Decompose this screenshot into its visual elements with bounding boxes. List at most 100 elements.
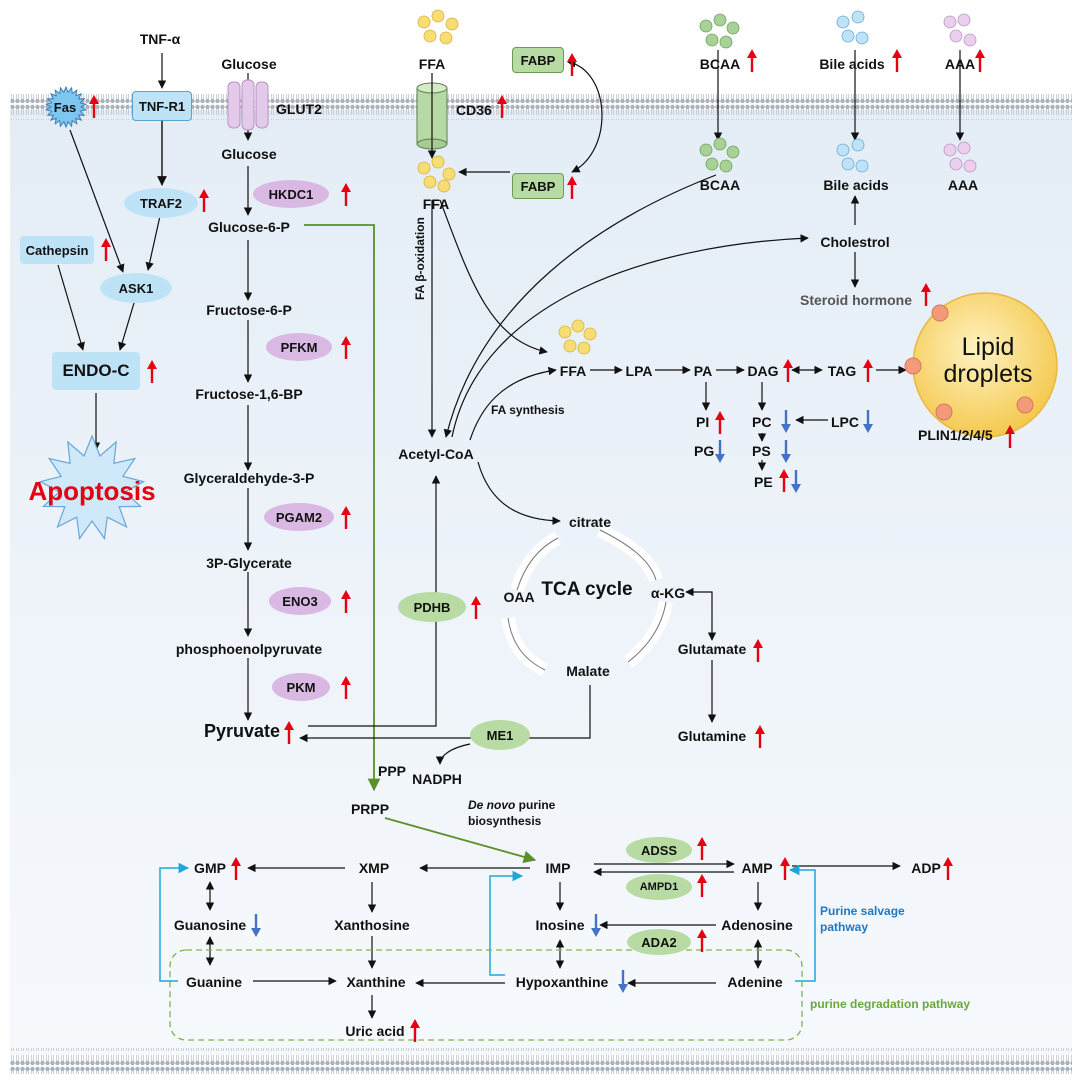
xanthosine-label: Xanthosine — [334, 917, 410, 933]
arrow-cathepsin-to-endoc — [57, 264, 85, 351]
ffa-molecule-cluster-chain — [558, 319, 597, 355]
fas-receptor-shape — [44, 85, 88, 129]
glut2-label: GLUT2 — [276, 101, 322, 117]
pa-label: PA — [693, 363, 713, 379]
pdhb-oval: PDHB — [398, 592, 466, 622]
cathepsin-increase-arrow-icon — [101, 238, 111, 261]
pc-label: PC — [752, 414, 772, 430]
ada2-oval: ADA2 — [627, 929, 691, 955]
bcaa-molecule-cluster-outside — [699, 13, 740, 49]
glut2-transporter — [227, 79, 269, 131]
ps-label: PS — [752, 443, 771, 459]
glutamate-increase-arrow-icon — [753, 639, 763, 662]
steroid-hormone-label: Steroid hormone — [799, 292, 913, 308]
cathepsin-box: Cathepsin — [20, 236, 94, 264]
bcaa-increase-arrow-icon — [747, 49, 757, 72]
glucose-outside-label: Glucose — [221, 56, 277, 72]
adss-oval: ADSS — [626, 837, 692, 863]
pdhb-increase-arrow-icon — [471, 596, 481, 619]
pfkm-increase-arrow-icon — [341, 336, 351, 359]
cholesterol-label: Cholestrol — [820, 234, 890, 250]
bile-molecule-cluster-outside — [836, 10, 869, 45]
cytoplasm — [10, 110, 1072, 1055]
adss-increase-arrow-icon — [697, 837, 707, 860]
arrow-me1-to-nadph — [435, 743, 471, 765]
arrow-acetylcoa-to-citrate — [477, 461, 561, 526]
ffa-outside-label: FFA — [418, 56, 446, 72]
glutamine-increase-arrow-icon — [755, 725, 765, 748]
endoc-increase-arrow-icon — [147, 360, 157, 383]
uric-acid-label: Uric acid — [345, 1023, 405, 1039]
tca-cycle-arrows — [501, 523, 673, 677]
uric-increase-arrow-icon — [410, 1019, 420, 1042]
arrow-ffa-to-ffa-chain — [439, 199, 548, 355]
traf2-oval: TRAF2 — [124, 188, 198, 218]
apoptosis-label: Apoptosis — [28, 476, 156, 506]
degradation-pathway-box — [169, 949, 803, 1041]
ffa-chain-label: FFA — [559, 363, 587, 379]
ampd1-increase-arrow-icon — [697, 874, 707, 897]
aaa-molecule-cluster-outside — [943, 13, 977, 47]
adp-increase-arrow-icon — [943, 857, 953, 880]
denovo-label-line2: biosynthesis — [468, 814, 542, 828]
pyruvate-label: Pyruvate — [203, 721, 281, 741]
beta-oxidation-label: FA β-oxidation — [413, 217, 427, 300]
salvage-guanine-to-gmp — [159, 862, 190, 982]
arrow-akg-glutamate — [685, 587, 717, 641]
cd36-label: CD36 — [456, 102, 492, 118]
arrow-ask1-to-endoc — [118, 302, 135, 351]
xanthine-label: Xanthine — [346, 974, 406, 990]
fabp-membrane-box: FABP — [512, 47, 564, 73]
ask1-oval: ASK1 — [100, 273, 172, 303]
gmp-increase-arrow-icon — [231, 857, 241, 880]
acetyl-coa-label: Acetyl-CoA — [398, 446, 474, 462]
akg-label: α-KG — [650, 585, 686, 601]
arrow-bcaa-to-acetylcoa — [443, 174, 717, 438]
adenine-label: Adenine — [727, 974, 783, 990]
plin-label: PLIN1/2/4/5 — [918, 427, 993, 443]
pkm-oval: PKM — [272, 673, 330, 701]
fabp-membrane-increase-arrow-icon — [567, 53, 577, 76]
fabp-inner-increase-arrow-icon — [567, 176, 577, 199]
guanine-label: Guanine — [185, 974, 243, 990]
citrate-label: citrate — [568, 514, 612, 530]
inosine-label: Inosine — [535, 917, 585, 933]
arrow-fabp-cycle — [567, 59, 603, 173]
tnf-alpha-label: TNF-α — [139, 31, 181, 47]
arrow-traf2-to-ask1 — [145, 215, 161, 271]
lpc-label: LPC — [831, 414, 859, 430]
ampd1-oval: AMPD1 — [626, 874, 692, 900]
ffa-inside-label: FFA — [422, 196, 450, 212]
xmp-label: XMP — [358, 860, 390, 876]
aaa-molecule-cluster-inside — [943, 141, 977, 173]
prpp-label: PRPP — [350, 801, 390, 817]
bcaa-inside-label: BCAA — [699, 177, 741, 193]
tca-cycle-title: TCA cycle — [541, 579, 633, 600]
hypoxanthine-decrease-arrow-icon — [618, 970, 628, 993]
gmp-label: GMP — [194, 860, 226, 876]
bile-acids-inside-label: Bile acids — [823, 177, 889, 193]
aaa-increase-arrow-icon — [975, 49, 985, 72]
bcaa-molecule-cluster-inside — [699, 137, 740, 173]
ppp-path-arrow — [304, 224, 381, 792]
dag-increase-arrow-icon — [783, 359, 793, 382]
lipid-droplets-label: Lipid droplets — [943, 333, 1033, 388]
salvage-hypoxanthine-to-imp — [489, 870, 524, 976]
aaa-outside-label: AAA — [944, 56, 976, 72]
pi-increase-arrow-icon — [715, 411, 725, 434]
tnf-r1-box: TNF-R1 — [132, 91, 192, 121]
endo-c-box: ENDO-C — [52, 352, 140, 390]
pc-decrease-arrow-icon — [781, 410, 791, 433]
f16bp-label: Fructose-1,6-BP — [195, 386, 303, 402]
inosine-decrease-arrow-icon — [591, 914, 601, 937]
plasma-membrane-bottom — [10, 1048, 1072, 1074]
glutamate-label: Glutamate — [677, 641, 747, 657]
arrow-malate-to-pyruvate — [299, 685, 591, 743]
arrow-acetylcoa-to-ffa-synth — [469, 366, 557, 441]
arrow-pyruvate-to-acetylcoa — [308, 475, 441, 727]
pkm-increase-arrow-icon — [341, 676, 351, 699]
glucose-inside-label: Glucose — [221, 146, 277, 162]
glutamine-label: Glutamine — [677, 728, 747, 744]
eno3-oval: ENO3 — [269, 587, 331, 615]
pe-up-increase-arrow-icon — [779, 469, 789, 492]
